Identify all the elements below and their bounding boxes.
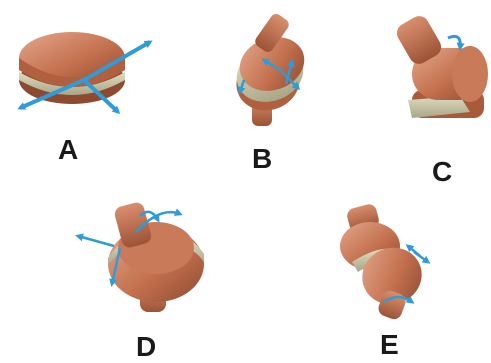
joint-d-label: D xyxy=(136,333,156,361)
joint-c-label: C xyxy=(432,158,452,186)
joint-a-gliding xyxy=(19,32,150,112)
joint-e-label: E xyxy=(380,331,399,359)
joint-c-hinge xyxy=(393,12,488,118)
joint-c-cylinder-end xyxy=(452,46,488,102)
joint-e-pivot xyxy=(340,203,431,322)
joint-b-label: B xyxy=(252,145,272,173)
joint-d-ball-socket xyxy=(78,201,204,312)
rotation-arrow-icon xyxy=(448,36,460,48)
joint-b-condyloid xyxy=(228,12,312,126)
joint-a-label: A xyxy=(58,136,78,164)
